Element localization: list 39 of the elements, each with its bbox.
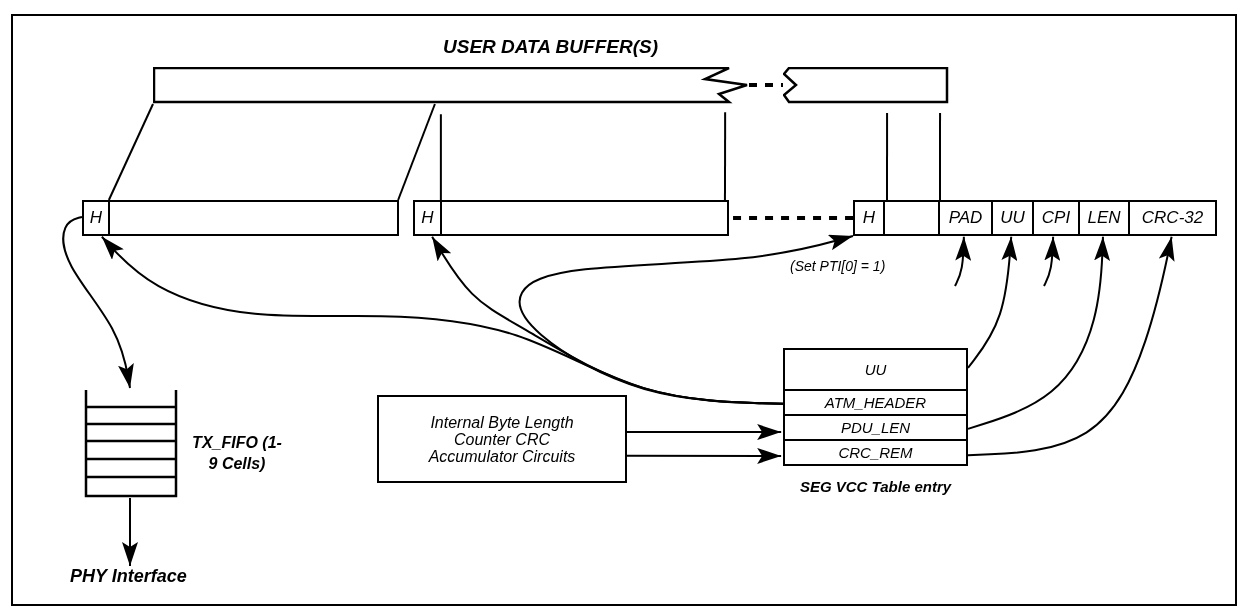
packet-field: H xyxy=(853,200,885,236)
mapping-line xyxy=(939,111,942,201)
mapping-line xyxy=(397,103,436,201)
interface-label: PHY Interface xyxy=(70,566,220,590)
table-row: CRC_REM xyxy=(783,439,968,466)
arrow xyxy=(954,235,972,287)
packet-field: H xyxy=(413,200,442,236)
process-box: Internal Byte Length Counter CRC Accumulator Circuits xyxy=(377,395,627,483)
arrow xyxy=(626,447,783,464)
payload-field xyxy=(440,200,729,236)
table-row: PDU_LEN xyxy=(783,414,968,441)
arrow xyxy=(626,424,783,441)
arrow xyxy=(967,235,1175,457)
arrow xyxy=(62,215,134,389)
table-row: UU xyxy=(783,348,968,391)
mapping-line xyxy=(107,103,154,201)
arrow xyxy=(1043,235,1061,287)
edge-label: (Set PTI[0] = 1) xyxy=(788,258,888,274)
payload-field xyxy=(883,200,940,236)
arrow xyxy=(122,497,138,567)
packet-field: PAD xyxy=(938,200,993,236)
mapping-line xyxy=(886,111,889,201)
packet-field: LEN xyxy=(1078,200,1130,236)
fifo-label: TX_FIFO (1-9 Cells) xyxy=(192,433,282,474)
packet-field: CPI xyxy=(1032,200,1080,236)
arrow xyxy=(967,235,1111,430)
buffer-title: USER DATA BUFFER(S) xyxy=(443,36,658,58)
payload-field xyxy=(108,200,399,236)
arrow xyxy=(518,234,854,405)
packet-field: UU xyxy=(991,200,1034,236)
table-caption: SEG VCC Table entry xyxy=(798,478,953,495)
continuation-line xyxy=(733,216,853,220)
arrow xyxy=(967,235,1018,369)
packet-field: H xyxy=(82,200,110,236)
continuation-line xyxy=(749,82,783,87)
mapping-line xyxy=(439,113,442,201)
table-row: ATM_HEADER xyxy=(783,389,968,416)
mapping-line xyxy=(723,111,727,201)
packet-field: CRC-32 xyxy=(1128,200,1217,236)
